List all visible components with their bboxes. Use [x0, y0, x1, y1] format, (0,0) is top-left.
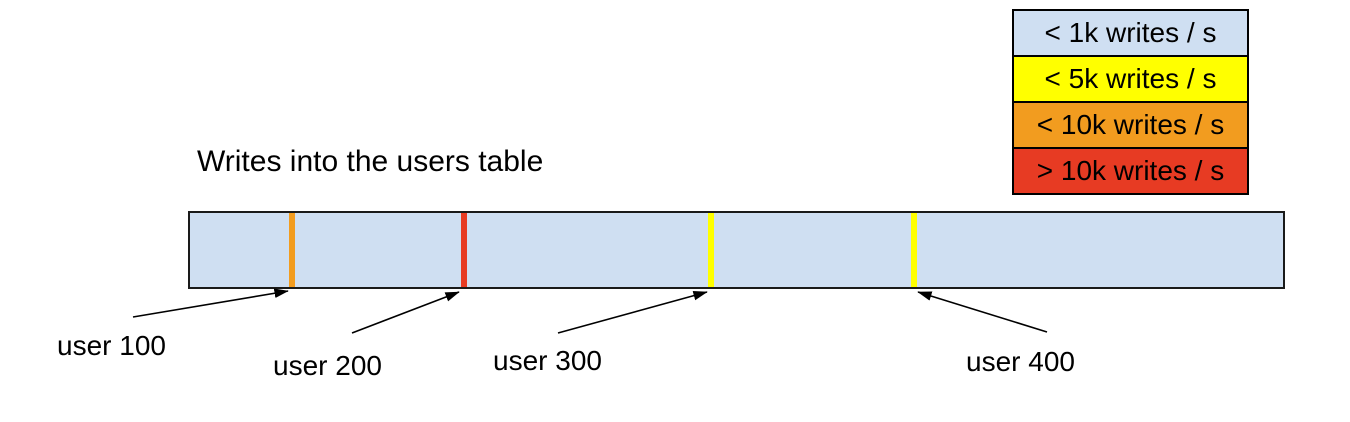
arrow-user-400	[917, 291, 1048, 333]
legend-item-lt-1k: < 1k writes / s	[1014, 11, 1247, 57]
arrow-user-100	[132, 288, 289, 318]
legend: < 1k writes / s < 5k writes / s < 10k wr…	[1012, 9, 1249, 195]
arrow-user-300	[557, 290, 708, 334]
legend-item-lt-10k: < 10k writes / s	[1014, 103, 1247, 149]
hotspot-stripe-user-200	[461, 213, 467, 287]
diagram-title: Writes into the users table	[197, 145, 544, 178]
label-user-100: user 100	[57, 330, 166, 361]
legend-item-lt-5k: < 5k writes / s	[1014, 57, 1247, 103]
label-user-200: user 200	[273, 350, 382, 381]
label-user-300: user 300	[493, 345, 602, 376]
arrow-user-200	[351, 291, 460, 334]
users-table-bar	[188, 211, 1285, 289]
legend-item-gt-10k: > 10k writes / s	[1014, 149, 1247, 193]
label-user-400: user 400	[966, 346, 1075, 377]
hotspot-stripe-user-400	[911, 213, 917, 287]
hotspot-stripe-user-100	[289, 213, 295, 287]
hotspot-stripe-user-300	[708, 213, 714, 287]
